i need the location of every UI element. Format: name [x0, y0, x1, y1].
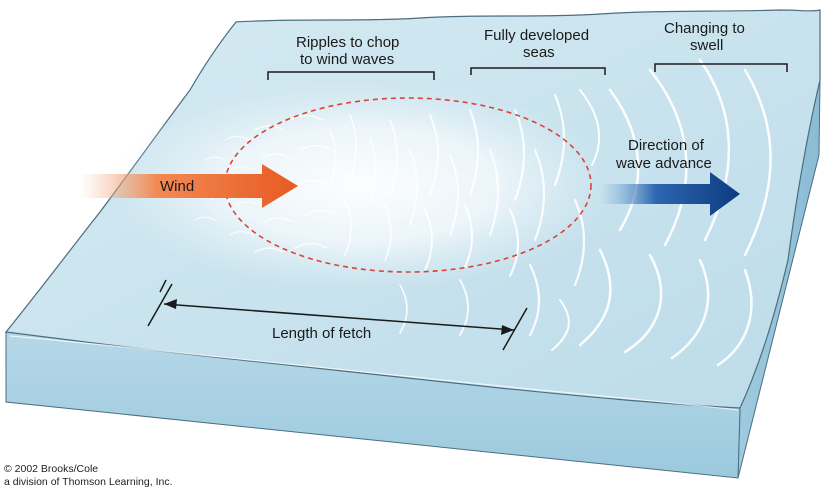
- swell-bracket: [654, 63, 788, 72]
- swell-crests: [551, 58, 772, 367]
- ripples-label-line2: to wind waves: [300, 51, 394, 68]
- wave-direction-arrow: [600, 172, 740, 216]
- fetch-boundary: [224, 97, 592, 273]
- developed-label-line1: Fully developed: [484, 27, 589, 44]
- developed-bracket: [470, 67, 606, 75]
- ripples-label-line1: Ripples to chop: [296, 34, 399, 51]
- wave-crests: [194, 93, 586, 337]
- direction-label-line2: wave advance: [615, 155, 712, 172]
- wind-label: Wind: [160, 178, 194, 195]
- fetch-length-marker: [147, 279, 528, 351]
- ripples-bracket: [267, 71, 435, 80]
- copyright-line2: a division of Thomson Learning, Inc.: [4, 476, 173, 488]
- copyright-line1: © 2002 Brooks/Cole: [4, 463, 99, 475]
- front-edge-foam: [9, 335, 739, 411]
- fetch-length-label: Length of fetch: [272, 325, 371, 342]
- swell-label-line1: Changing to: [664, 20, 745, 37]
- direction-label-line1: Direction of: [628, 137, 705, 154]
- wind-arrow: [80, 164, 298, 208]
- fetch-glow: [110, 80, 610, 290]
- developed-label-line2: seas: [523, 44, 555, 61]
- swell-label-line2: swell: [690, 37, 723, 54]
